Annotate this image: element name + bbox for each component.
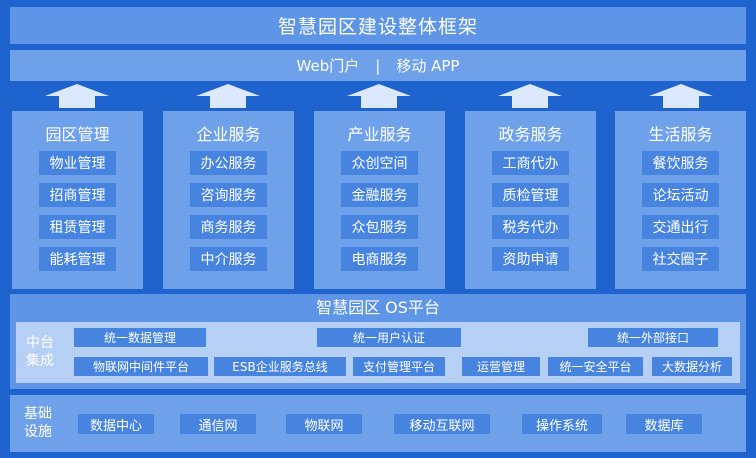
diagram-title: 智慧园区建设整体框架: [10, 7, 746, 44]
infra-item: 数据库: [626, 414, 702, 434]
infra-item: 操作系统: [522, 414, 602, 434]
column-title: 园区管理: [45, 125, 110, 144]
column-industry-services: 产业服务 众创空间 金融服务 众包服务 电商服务: [314, 111, 445, 289]
infra-item: 移动互联网: [394, 414, 490, 434]
infrastructure-label: 基础 设施: [24, 406, 52, 440]
infra-item: 数据中心: [78, 414, 154, 434]
service-item: 招商管理: [39, 183, 116, 207]
service-item: 能耗管理: [39, 247, 116, 271]
service-item: 租赁管理: [39, 215, 116, 239]
platform-chip: 统一用户认证: [317, 328, 461, 347]
mobile-app-label: 移动 APP: [396, 57, 460, 75]
os-platform-panel: 智慧园区 OS平台 中台 集成 统一数据管理 统一用户认证 统一外部接口 物联网…: [10, 294, 746, 389]
platform-chip: 统一安全平台: [548, 357, 643, 376]
os-platform-title: 智慧园区 OS平台: [316, 298, 440, 317]
up-arrow-icon: [347, 84, 411, 108]
service-item: 物业管理: [39, 151, 116, 175]
platform-chip: 支付管理平台: [353, 357, 445, 376]
platform-chip: 物联网中间件平台: [74, 357, 208, 376]
up-arrow-icon: [196, 84, 260, 108]
service-item: 商务服务: [190, 215, 267, 239]
column-title: 政务服务: [498, 125, 563, 144]
column-title: 生活服务: [648, 125, 713, 144]
column-park-management: 园区管理 物业管理 招商管理 租赁管理 能耗管理: [12, 111, 143, 289]
service-item: 论坛活动: [642, 183, 719, 207]
service-item: 中介服务: [190, 247, 267, 271]
service-item: 质检管理: [492, 183, 569, 207]
infrastructure-panel: 基础 设施 数据中心 通信网 物联网 移动互联网 操作系统 数据库: [10, 395, 746, 452]
service-item: 交通出行: [642, 215, 719, 239]
middleware-integration-panel: 中台 集成 统一数据管理 统一用户认证 统一外部接口 物联网中间件平台 ESB企…: [16, 322, 740, 383]
platform-chip: 运营管理: [462, 357, 540, 376]
column-government-services: 政务服务 工商代办 质检管理 税务代办 资助申请: [465, 111, 596, 289]
up-arrow-icon: [649, 84, 713, 108]
column-life-services: 生活服务 餐饮服务 论坛活动 交通出行 社交圈子: [615, 111, 746, 289]
platform-chip: 统一数据管理: [74, 328, 206, 347]
infra-item: 物联网: [286, 414, 362, 434]
up-arrow-icon: [498, 84, 562, 108]
middleware-label: 中台 集成: [26, 335, 54, 369]
service-item: 餐饮服务: [642, 151, 719, 175]
up-arrow-icon: [45, 84, 109, 108]
service-item: 咨询服务: [190, 183, 267, 207]
platform-chip: 大数据分析: [652, 357, 732, 376]
service-item: 社交圈子: [642, 247, 719, 271]
platform-chip: 统一外部接口: [588, 328, 718, 347]
service-item: 众创空间: [341, 151, 418, 175]
column-title: 企业服务: [196, 125, 261, 144]
service-item: 电商服务: [341, 247, 418, 271]
service-item: 办公服务: [190, 151, 267, 175]
service-item: 资助申请: [492, 247, 569, 271]
service-item: 税务代办: [492, 215, 569, 239]
portal-bar: Web门户 | 移动 APP: [10, 50, 746, 81]
infra-item: 通信网: [180, 414, 256, 434]
column-title: 产业服务: [347, 125, 412, 144]
service-item: 众包服务: [341, 215, 418, 239]
service-item: 工商代办: [492, 151, 569, 175]
service-item: 金融服务: [341, 183, 418, 207]
column-enterprise-services: 企业服务 办公服务 咨询服务 商务服务 中介服务: [163, 111, 294, 289]
web-portal-label: Web门户: [296, 57, 360, 75]
portal-separator: |: [375, 56, 381, 75]
platform-chip: ESB企业服务总线: [214, 357, 346, 376]
